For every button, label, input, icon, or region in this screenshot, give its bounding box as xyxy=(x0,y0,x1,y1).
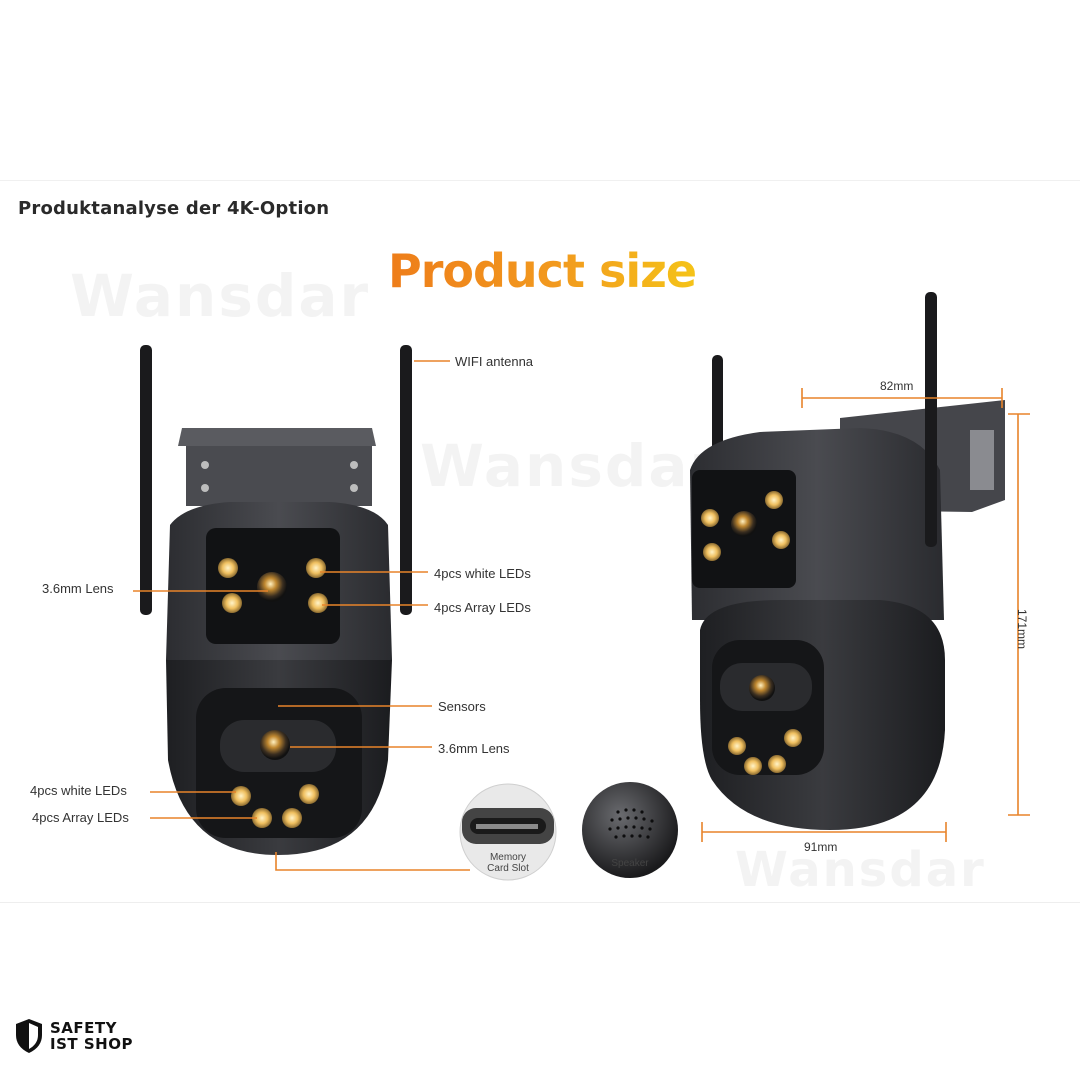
label-sensors: Sensors xyxy=(438,699,486,714)
lower-lens xyxy=(260,730,290,760)
watermark-middle: Wansdar xyxy=(420,432,721,500)
dimension-height: 171mm xyxy=(1015,608,1030,650)
memory-card-slot-detail xyxy=(459,783,557,881)
label-memory-card-slot: Memory Card Slot xyxy=(487,852,529,874)
shop-logo: SAFETY IST SHOP xyxy=(14,1018,133,1054)
label-speaker: Speaker xyxy=(611,858,649,869)
front-camera-illustration xyxy=(140,345,412,855)
logo-line-2: IST SHOP xyxy=(50,1035,133,1053)
speaker-detail xyxy=(582,782,678,878)
right-cam-antenna-right xyxy=(925,292,937,547)
label-wifi-antenna: WIFI antenna xyxy=(455,354,534,369)
dimension-width-bottom: 91mm xyxy=(804,840,838,854)
logo-line-1: SAFETY xyxy=(50,1019,117,1037)
dimension-lines xyxy=(701,388,1030,842)
watermark-bottom: Wansdar xyxy=(735,842,986,898)
label-array-leds-bottom: 4pcs Array LEDs xyxy=(32,810,129,825)
label-lens-top: 3.6mm Lens xyxy=(42,581,114,596)
wall-mount-bracket xyxy=(186,446,372,506)
label-white-leds-top: 4pcs white LEDs xyxy=(434,566,531,581)
section-heading: Produktanalyse der 4K-Option xyxy=(18,198,330,219)
product-size-title: Product size xyxy=(388,244,697,298)
mount-top xyxy=(178,428,376,446)
dimension-width-top: 82mm xyxy=(880,379,914,393)
watermark-top: Wansdar xyxy=(70,262,371,330)
right-antenna xyxy=(400,345,412,615)
speaker-holes xyxy=(608,808,654,839)
upper-lens xyxy=(257,572,287,602)
callout-lines xyxy=(133,360,470,871)
footer-area xyxy=(0,902,1080,1081)
label-lens-bottom: 3.6mm Lens xyxy=(438,741,510,756)
logo-text: SAFETY IST SHOP xyxy=(50,1020,133,1052)
shield-icon xyxy=(16,1019,42,1053)
left-antenna xyxy=(140,345,152,615)
top-blank-area xyxy=(0,0,1080,181)
angled-camera-illustration xyxy=(690,292,1005,830)
label-white-leds-bottom: 4pcs white LEDs xyxy=(30,783,127,798)
label-array-leds-top: 4pcs Array LEDs xyxy=(434,600,531,615)
